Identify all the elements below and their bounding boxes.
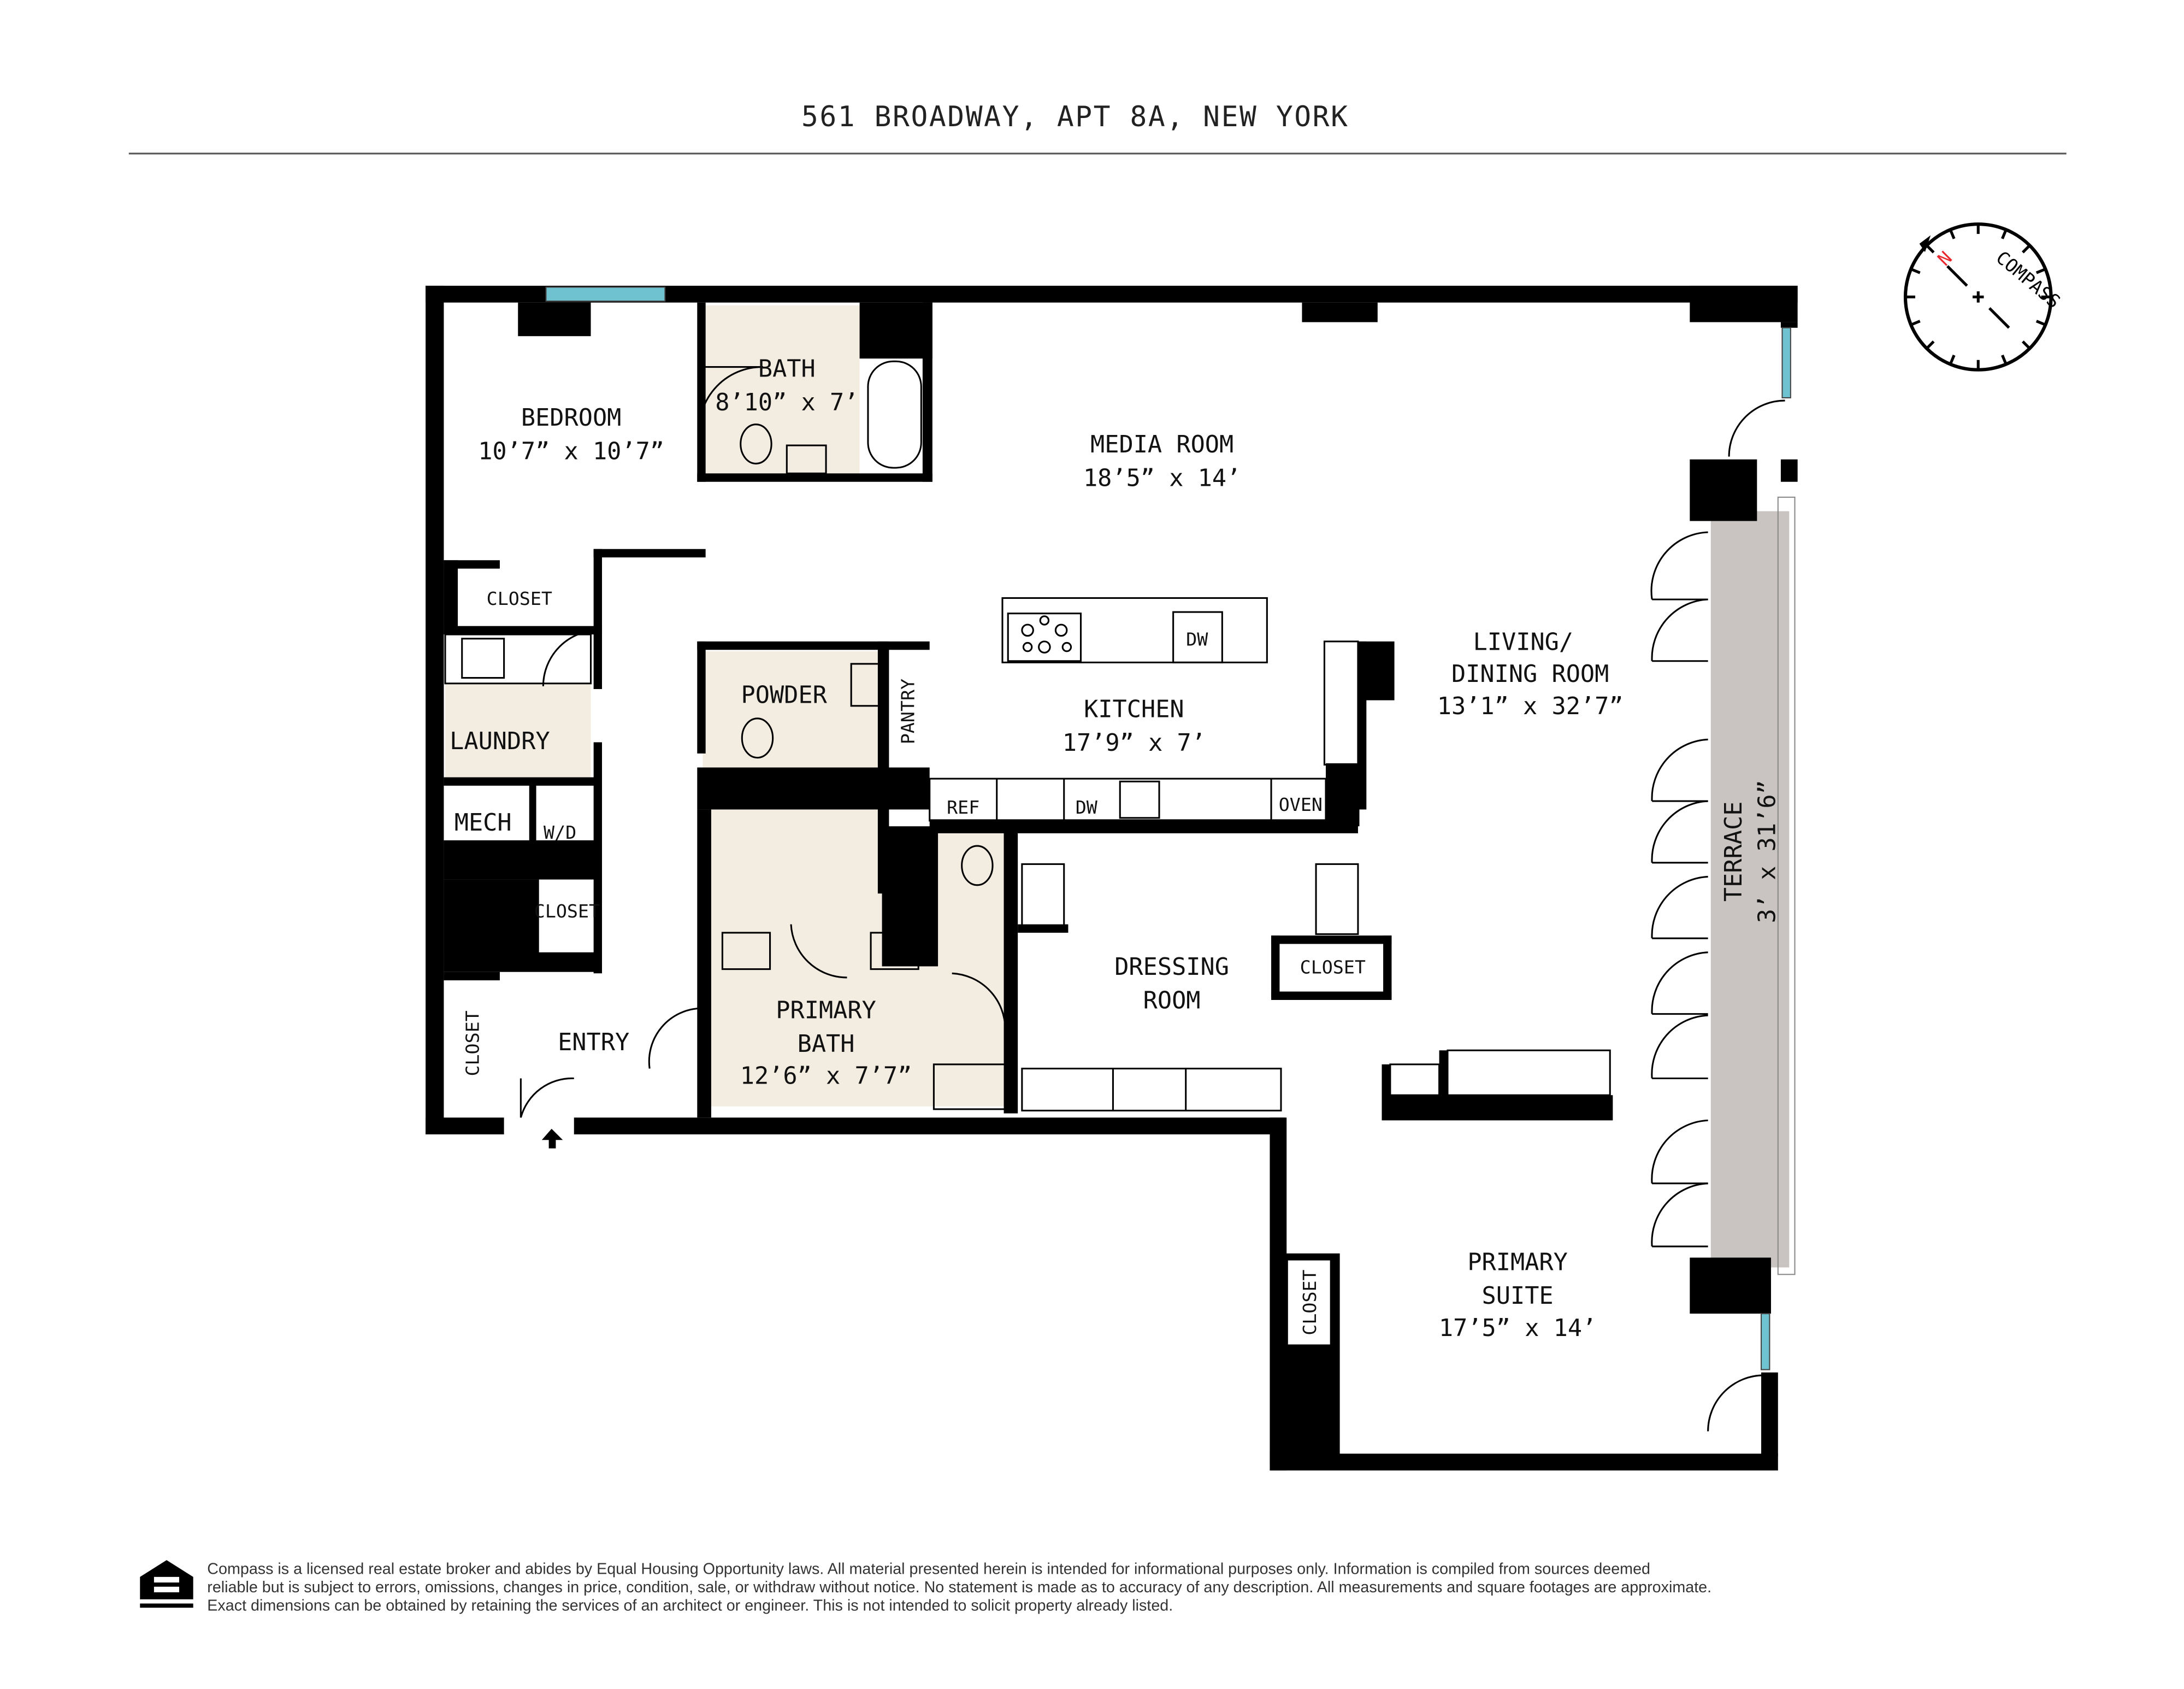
walls (426, 285, 1798, 1471)
entry-closet: CLOSET (462, 1010, 483, 1076)
primary-suite-name-2: SUITE (1482, 1282, 1554, 1310)
terrace-name: TERRACE (1720, 802, 1748, 902)
equal-housing-logo (140, 1560, 193, 1608)
living-size: 13’1” x 32’7” (1437, 693, 1624, 720)
hall-closet: CLOSET (534, 901, 600, 922)
media-room-size: 18’5” x 14’ (1083, 464, 1241, 492)
dishwasher-label: DW (1076, 797, 1098, 818)
compass-label: COMPASS (1992, 247, 2065, 313)
bedroom-name: BEDROOM (521, 404, 622, 432)
primary-suite-size: 17’5” x 14’ (1439, 1315, 1596, 1342)
compass-icon: N COMPASS (1903, 222, 2065, 372)
media-room-name: MEDIA ROOM (1090, 431, 1233, 458)
window (545, 286, 666, 302)
primary-bath-name-2: BATH (798, 1031, 855, 1058)
refrigerator-label: REF (947, 797, 979, 818)
disclaimer-line-3: Exact dimensions can be obtained by reta… (207, 1597, 1173, 1614)
dishwasher-island: DW (1186, 629, 1208, 650)
fixtures (444, 360, 1785, 1432)
window (1761, 1313, 1770, 1370)
kitchen-name: KITCHEN (1084, 696, 1184, 723)
room-labels: BEDROOM 10’7” x 10’7” BATH 8’10” x 7’ ME… (450, 356, 1781, 1345)
terrace-size: 3’ x 31’6” (1754, 780, 1781, 923)
living-name-1: LIVING/ (1473, 628, 1574, 656)
laundry-name: LAUNDRY (450, 728, 550, 755)
dressing-name-2: ROOM (1143, 987, 1201, 1014)
compass-north: N (1933, 247, 1956, 270)
powder-name: POWDER (741, 682, 828, 709)
header-divider (128, 152, 2067, 155)
oven-label: OVEN (1279, 794, 1323, 815)
page-title: 561 BROADWAY, APT 8A, NEW YORK (801, 101, 1349, 133)
bath-name: BATH (758, 356, 816, 383)
wd-label: W/D (544, 822, 576, 843)
disclaimer-line-2: reliable but is subject to errors, omiss… (207, 1579, 1711, 1596)
bedroom-size: 10’7” x 10’7” (478, 438, 664, 466)
pantry-name: PANTRY (898, 679, 919, 744)
window (1781, 327, 1791, 398)
entry-arrow-icon (541, 1128, 563, 1149)
bedroom-closet: CLOSET (487, 588, 552, 609)
dressing-name-1: DRESSING (1114, 954, 1229, 981)
primary-suite-name-1: PRIMARY (1467, 1249, 1568, 1276)
terrace-area (1710, 511, 1790, 1268)
suite-closet: CLOSET (1299, 1269, 1320, 1335)
living-name-2: DINING ROOM (1451, 661, 1609, 688)
mech-name: MECH (454, 809, 512, 837)
primary-bath-size: 12’6” x 7’7” (740, 1063, 912, 1090)
kitchen-size: 17’9” x 7’ (1063, 729, 1206, 757)
dressing-closet: CLOSET (1300, 956, 1366, 978)
tile-floors (445, 305, 1011, 1107)
entry-name: ENTRY (558, 1029, 629, 1056)
bath-size: 8’10” x 7’ (715, 389, 858, 416)
primary-bath-name-1: PRIMARY (776, 997, 876, 1024)
disclaimer-line-1: Compass is a licensed real estate broker… (207, 1561, 1650, 1578)
